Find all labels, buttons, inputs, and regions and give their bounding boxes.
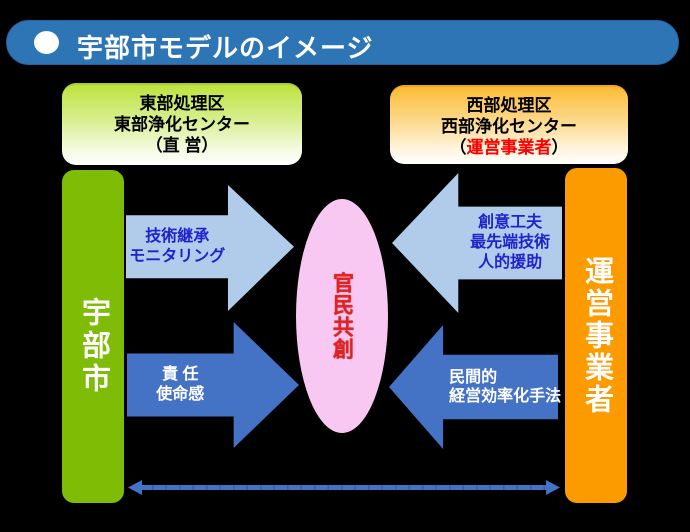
west-box-line3: （運営事業者） [390,137,628,158]
arrow-line-text: 民間的 [449,368,498,386]
operator-bar: 運営事業者 [565,168,627,503]
ube-city-label: 宇部市 [77,297,110,396]
double-arrow-left-head-icon [128,480,142,495]
page-title: 宇部市モデルのイメージ [77,33,374,63]
circle-bullet-icon [34,31,59,54]
east-box-line2: 東部浄化センター [114,115,250,134]
west-box-line2: 西部浄化センター [441,117,577,136]
arrow-line-text: 創意工夫 [478,213,543,231]
arrow-top-right-label: 創意工夫 最先端技術 人的援助 [458,207,562,280]
arrow-top-left-label: 技術継承 モニタリング [126,215,228,278]
west-operation-type: 運営事業者 [466,138,552,157]
arrow-line-text: 人的援助 [478,253,543,271]
arrow-top-left: 技術継承 モニタリング [126,185,294,311]
arrow-line-text: 経営効率化手法 [449,387,562,405]
arrow-line-text: 技術継承 [145,227,210,245]
arrow-bottom-left: 責 任 使命感 [127,322,299,448]
paren-close: ） [201,136,219,155]
public-private-ellipse: 官民共創 [296,199,388,433]
double-headed-arrow-line [140,485,548,490]
paren-close: ） [551,138,569,157]
east-box-line1: 東部処理区 [139,94,225,113]
arrow-line-text: 最先端技術 [470,233,551,251]
arrow-line-text: 責 任 [162,366,199,383]
arrow-bottom-right: 民間的 経営効率化手法 [389,325,562,449]
arrow-bottom-left-label: 責 任 使命感 [127,354,234,417]
paren-open: （ [449,138,467,157]
ube-city-bar: 宇部市 [62,170,124,503]
west-box-line1: 西部処理区 [466,96,552,115]
arrow-line-text: モニタリング [129,247,226,265]
operator-label: 運営事業者 [580,255,613,416]
west-district-box: 西部処理区 西部浄化センター （運営事業者） [390,85,628,164]
arrow-top-right: 創意工夫 最先端技術 人的援助 [392,173,562,313]
arrow-bottom-right-label: 民間的 経営効率化手法 [443,355,562,419]
east-district-box: 東部処理区 東部浄化センター （直 営） [62,83,302,165]
paren-open: （ [145,136,163,155]
title-bar: 宇部市モデルのイメージ [6,20,679,65]
arrow-line-text: 使命感 [156,386,205,403]
east-box-line3: （直 営） [62,135,302,156]
double-arrow-right-head-icon [546,480,560,495]
east-operation-type: 直 営 [162,136,202,155]
public-private-label: 官民共創 [330,272,354,360]
